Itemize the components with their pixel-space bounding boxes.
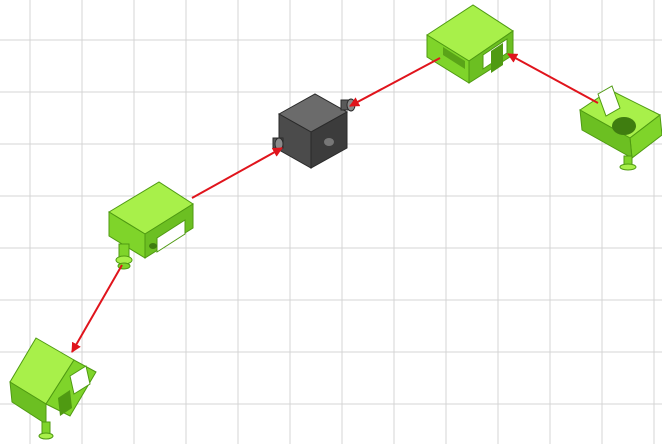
arrow-top-bracket-to-hub bbox=[349, 57, 441, 107]
arrow-middle-bracket-to-bottom-clip bbox=[71, 264, 123, 353]
component-center-hub bbox=[272, 93, 356, 169]
component-top-right-clip bbox=[579, 85, 662, 171]
component-top-bracket bbox=[426, 4, 514, 84]
arrow-clip-to-top-bracket bbox=[507, 53, 599, 104]
component-middle-bracket bbox=[108, 181, 194, 270]
arrow-middle-bracket-to-hub bbox=[191, 147, 283, 199]
component-bottom-left-clip bbox=[9, 337, 97, 440]
